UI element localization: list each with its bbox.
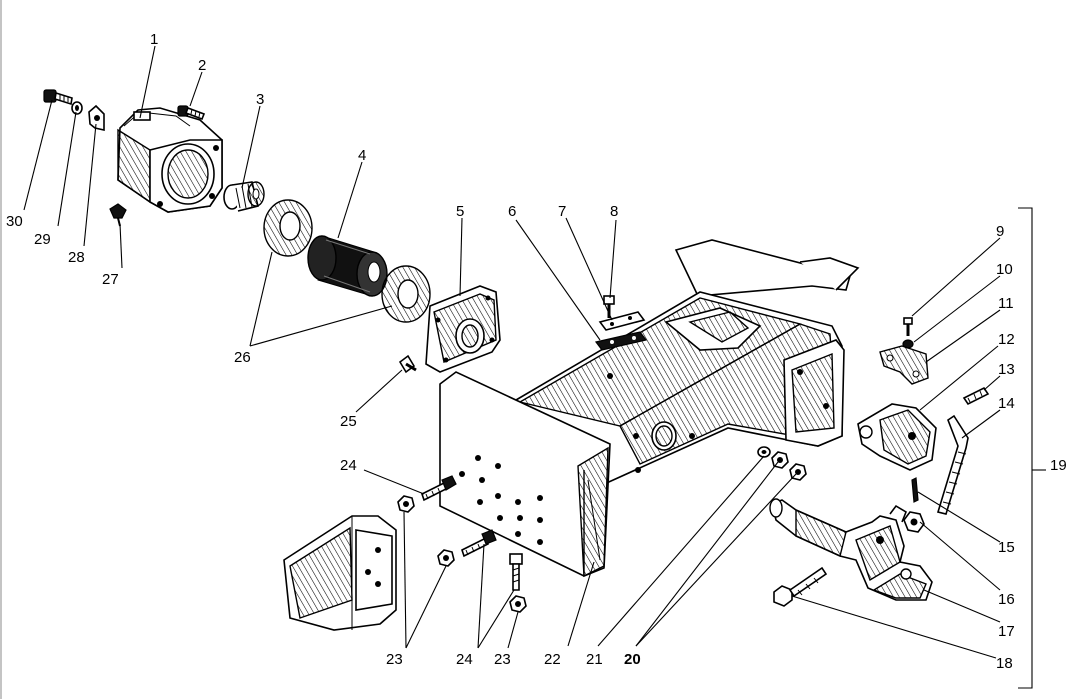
label-30: 30 bbox=[6, 213, 23, 230]
label-29: 29 bbox=[34, 231, 51, 248]
leader-lines bbox=[23, 45, 1001, 659]
main-beam-frame bbox=[439, 239, 860, 578]
plate-6 bbox=[594, 331, 648, 351]
label-25: 25 bbox=[340, 413, 357, 430]
label-1: 1 bbox=[150, 31, 158, 48]
threaded-rod-14 bbox=[936, 414, 969, 515]
label-16: 16 bbox=[998, 591, 1015, 608]
label-26: 26 bbox=[234, 349, 251, 366]
housing-1 bbox=[117, 107, 223, 213]
washer-29 bbox=[71, 101, 83, 115]
bolt-2 bbox=[177, 105, 206, 121]
grease-fitting-27 bbox=[109, 203, 127, 227]
bolt-24c bbox=[509, 553, 523, 591]
label-27: 27 bbox=[102, 271, 119, 288]
label-23a: 23 bbox=[386, 651, 403, 668]
label-2: 2 bbox=[198, 57, 206, 74]
lock-plate-28 bbox=[88, 104, 105, 131]
flange-5 bbox=[425, 285, 501, 373]
label-7: 7 bbox=[558, 203, 566, 220]
bracket-12 bbox=[857, 403, 937, 471]
nut-23c bbox=[509, 595, 527, 613]
label-6: 6 bbox=[508, 203, 516, 220]
clamp-11 bbox=[879, 345, 929, 385]
label-23b: 23 bbox=[494, 651, 511, 668]
bolt-30 bbox=[43, 89, 73, 106]
plate-7 bbox=[598, 311, 646, 331]
label-24a: 24 bbox=[340, 457, 357, 474]
label-19: 19 bbox=[1050, 457, 1067, 474]
nut-23b bbox=[437, 549, 455, 567]
nut-16 bbox=[903, 511, 925, 533]
label-18: 18 bbox=[996, 655, 1013, 672]
label-15: 15 bbox=[998, 539, 1015, 556]
washer-21 bbox=[757, 446, 771, 458]
needle-bearing-3 bbox=[223, 181, 265, 212]
roller-4 bbox=[307, 235, 388, 297]
mounting-bracket bbox=[283, 515, 397, 631]
label-8: 8 bbox=[610, 203, 618, 220]
pin-13 bbox=[962, 386, 990, 406]
label-24b: 24 bbox=[456, 651, 473, 668]
label-5: 5 bbox=[456, 203, 464, 220]
nut-20a bbox=[771, 451, 789, 469]
label-9: 9 bbox=[996, 223, 1004, 240]
label-20: 20 bbox=[624, 651, 641, 668]
bolt-24a bbox=[421, 475, 457, 502]
label-4: 4 bbox=[358, 147, 366, 164]
grease-nipple-25 bbox=[398, 354, 417, 374]
label-14: 14 bbox=[998, 395, 1015, 412]
label-3: 3 bbox=[256, 91, 264, 108]
bolt-18 bbox=[773, 566, 828, 607]
group-bracket-19 bbox=[1018, 207, 1046, 689]
label-13: 13 bbox=[998, 361, 1015, 378]
cotter-pin-15 bbox=[911, 477, 919, 503]
label-10: 10 bbox=[996, 261, 1013, 278]
label-12: 12 bbox=[998, 331, 1015, 348]
label-21: 21 bbox=[586, 651, 603, 668]
callout-labels: 1 2 3 4 5 6 7 8 9 10 11 12 13 14 15 16 1… bbox=[6, 31, 1067, 672]
thrust-ring-26a bbox=[263, 199, 313, 257]
nut-23a bbox=[397, 495, 415, 513]
label-11: 11 bbox=[998, 295, 1014, 312]
thrust-ring-26b bbox=[381, 265, 431, 323]
bolt-8 bbox=[603, 295, 615, 318]
bolt-9 bbox=[903, 317, 913, 336]
label-28: 28 bbox=[68, 249, 85, 266]
bolt-24b bbox=[461, 529, 497, 558]
steering-knuckle-17 bbox=[769, 498, 933, 601]
label-22: 22 bbox=[544, 651, 561, 668]
label-17: 17 bbox=[998, 623, 1015, 640]
